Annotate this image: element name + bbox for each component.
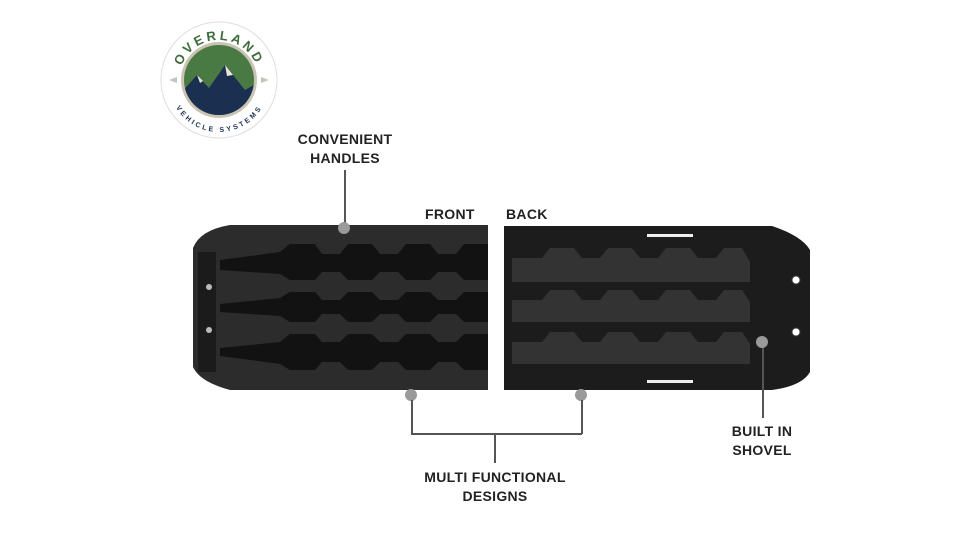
label-line-2: DESIGNS [462, 488, 528, 504]
callout-bracket [411, 433, 582, 435]
callout-dot-handles [338, 222, 350, 234]
overland-logo: OVERLAND VEHICLE SYSTEMS [160, 21, 278, 139]
label-back: BACK [506, 206, 548, 222]
callout-dot-back [575, 389, 587, 401]
label-convenient-handles: CONVENIENT HANDLES [290, 130, 400, 168]
front-board-image [193, 225, 488, 390]
callout-line-handles [344, 170, 346, 228]
callout-dot-front [405, 389, 417, 401]
label-line-2: HANDLES [310, 150, 380, 166]
label-line-2: SHOVEL [732, 442, 792, 458]
back-board-image [504, 226, 810, 390]
callout-line-back [581, 400, 583, 434]
label-built-in-shovel: BUILT IN SHOVEL [722, 422, 802, 460]
label-line-1: MULTI FUNCTIONAL [424, 469, 566, 485]
callout-line-front [411, 400, 413, 434]
callout-line-shovel [762, 348, 764, 418]
callout-dot-shovel [756, 336, 768, 348]
callout-line-multi [494, 433, 496, 463]
label-multi-functional: MULTI FUNCTIONAL DESIGNS [410, 468, 580, 506]
label-front: FRONT [425, 206, 475, 222]
label-line-1: CONVENIENT [297, 131, 393, 147]
label-line-1: BUILT IN [731, 423, 793, 439]
